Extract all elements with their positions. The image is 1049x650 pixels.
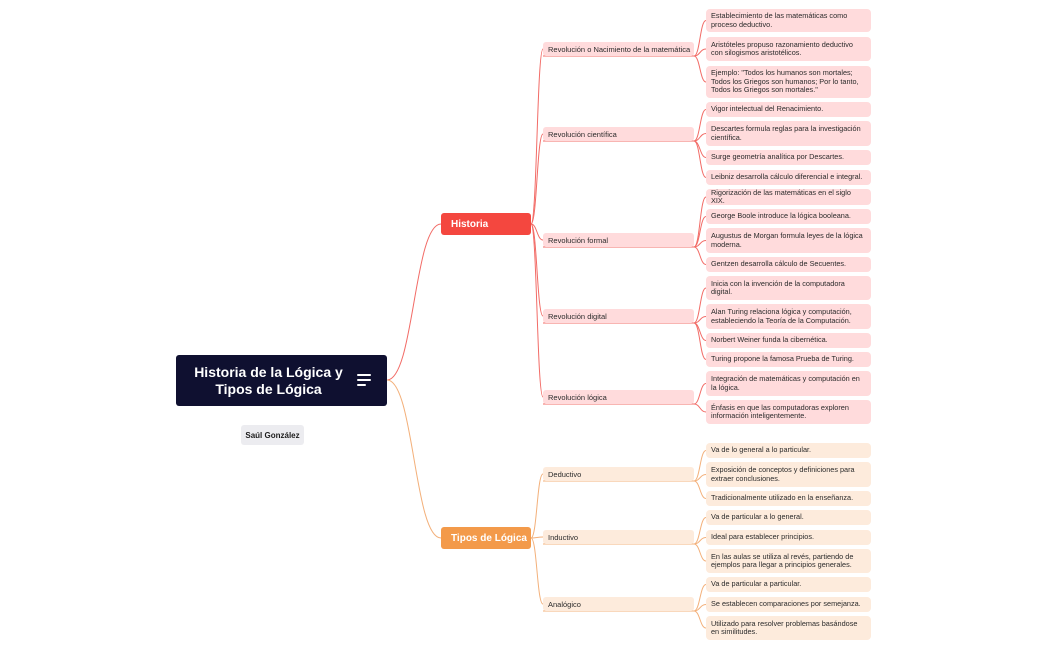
subtopic-node[interactable]: Revolución o Nacimiento de la matemática (543, 42, 694, 56)
subtopic-to-leaf-line (693, 610, 707, 629)
central-topic[interactable]: Historia de la Lógica y Tipos de Lógica (176, 355, 387, 406)
leaf-node[interactable]: Se establecen comparaciones por semejanz… (706, 597, 871, 612)
subtopic-to-leaf-line (693, 403, 707, 413)
subtopic-to-leaf-line (693, 450, 707, 482)
leaf-node[interactable]: Integración de matemáticas y computación… (706, 371, 871, 396)
subtopic-to-leaf-line (693, 216, 707, 248)
branch-node-tipos-de-logica[interactable]: Tipos de Lógica (441, 527, 531, 549)
leaf-node[interactable]: Utilizado para resolver problemas basánd… (706, 616, 871, 640)
subtopic-node[interactable]: Revolución digital (543, 309, 694, 323)
leaf-node[interactable]: Leibniz desarrolla cálculo diferencial e… (706, 170, 871, 185)
subtopic-to-leaf-line (693, 55, 707, 83)
subtopic-to-leaf-line (693, 383, 707, 405)
subtopic-to-leaf-line (693, 48, 707, 57)
subtopic-node[interactable]: Analógico (543, 597, 694, 611)
subtopic-to-leaf-line (693, 287, 707, 324)
subtopic-to-leaf-line (693, 20, 707, 57)
subtopic-node[interactable]: Revolución científica (543, 127, 694, 141)
leaf-node[interactable]: Norbert Weiner funda la cibernética. (706, 333, 871, 348)
leaf-node[interactable]: Va de lo general a lo particular. (706, 443, 871, 458)
branch-to-subtopic-line (530, 473, 544, 539)
leaf-node[interactable]: Inicia con la invención de la computador… (706, 276, 871, 300)
branch-label: Historia (451, 218, 489, 230)
subtopic-to-leaf-line (693, 474, 707, 482)
author-label: Saúl González (241, 425, 304, 445)
leaf-node[interactable]: Descartes formula reglas para la investi… (706, 121, 871, 146)
subtopic-to-leaf-line (693, 543, 707, 562)
subtopic-to-leaf-line (693, 604, 707, 612)
subtopic-to-leaf-line (693, 517, 707, 545)
leaf-node[interactable]: En las aulas se utiliza al revés, partie… (706, 549, 871, 573)
branch-to-subtopic-line (530, 537, 544, 605)
menu-lines-icon (357, 374, 371, 386)
subtopic-to-leaf-line (693, 322, 707, 341)
leaf-node[interactable]: Aristóteles propuso razonamiento deducti… (706, 37, 871, 61)
leaf-node[interactable]: Ejemplo: "Todos los humanos son mortales… (706, 66, 871, 98)
subtopic-node[interactable]: Revolución lógica (543, 390, 694, 404)
leaf-node[interactable]: Turing propone la famosa Prueba de Turin… (706, 352, 871, 367)
leaf-node[interactable]: Ideal para establecer principios. (706, 530, 871, 545)
leaf-node[interactable]: George Boole introduce la lógica boolean… (706, 209, 871, 224)
leaf-node[interactable]: Va de particular a particular. (706, 577, 871, 592)
leaf-node[interactable]: Surge geometría analítica por Descartes. (706, 150, 871, 165)
root-to-branch-line (386, 379, 442, 539)
branch-to-subtopic-line (530, 223, 544, 241)
leaf-node[interactable]: Rigorización de las matemáticas en el si… (706, 188, 871, 205)
subtopic-to-leaf-line (693, 316, 707, 324)
leaf-node[interactable]: Énfasis en que las computadoras exploren… (706, 400, 871, 424)
subtopic-to-leaf-line (693, 140, 707, 158)
branch-to-subtopic-line (530, 133, 544, 225)
subtopic-to-leaf-line (693, 322, 707, 360)
leaf-node[interactable]: Establecimiento de las matemáticas como … (706, 9, 871, 32)
branch-to-subtopic-line (530, 223, 544, 317)
subtopic-node[interactable]: Inductivo (543, 530, 694, 544)
root-to-branch-line (386, 223, 442, 381)
subtopic-node[interactable]: Deductivo (543, 467, 694, 481)
subtopic-node[interactable]: Revolución formal (543, 233, 694, 247)
subtopic-to-leaf-line (693, 140, 707, 178)
subtopic-to-leaf-line (693, 240, 707, 248)
leaf-node[interactable]: Tradicionalmente utilizado en la enseñan… (706, 491, 871, 506)
branch-to-subtopic-line (530, 223, 544, 398)
subtopic-to-leaf-line (693, 537, 707, 545)
leaf-node[interactable]: Vigor intelectual del Renacimiento. (706, 102, 871, 117)
subtopic-to-leaf-line (693, 584, 707, 612)
leaf-node[interactable]: Exposición de conceptos y definiciones p… (706, 462, 871, 487)
leaf-node[interactable]: Va de particular a lo general. (706, 510, 871, 525)
subtopic-to-leaf-line (693, 133, 707, 142)
subtopic-to-leaf-line (693, 246, 707, 265)
branch-node-historia[interactable]: Historia (441, 213, 531, 235)
leaf-node[interactable]: Gentzen desarrolla cálculo de Secuentes. (706, 257, 871, 272)
leaf-node[interactable]: Augustus de Morgan formula leyes de la l… (706, 228, 871, 253)
branch-to-subtopic-line (530, 48, 544, 225)
leaf-node[interactable]: Alan Turing relaciona lógica y computaci… (706, 304, 871, 329)
subtopic-to-leaf-line (693, 480, 707, 499)
central-topic-title: Historia de la Lógica y Tipos de Lógica (194, 363, 343, 397)
branch-label: Tipos de Lógica (451, 532, 527, 544)
branch-to-subtopic-line (530, 536, 544, 539)
subtopic-to-leaf-line (693, 109, 707, 142)
subtopic-to-leaf-line (693, 196, 707, 248)
